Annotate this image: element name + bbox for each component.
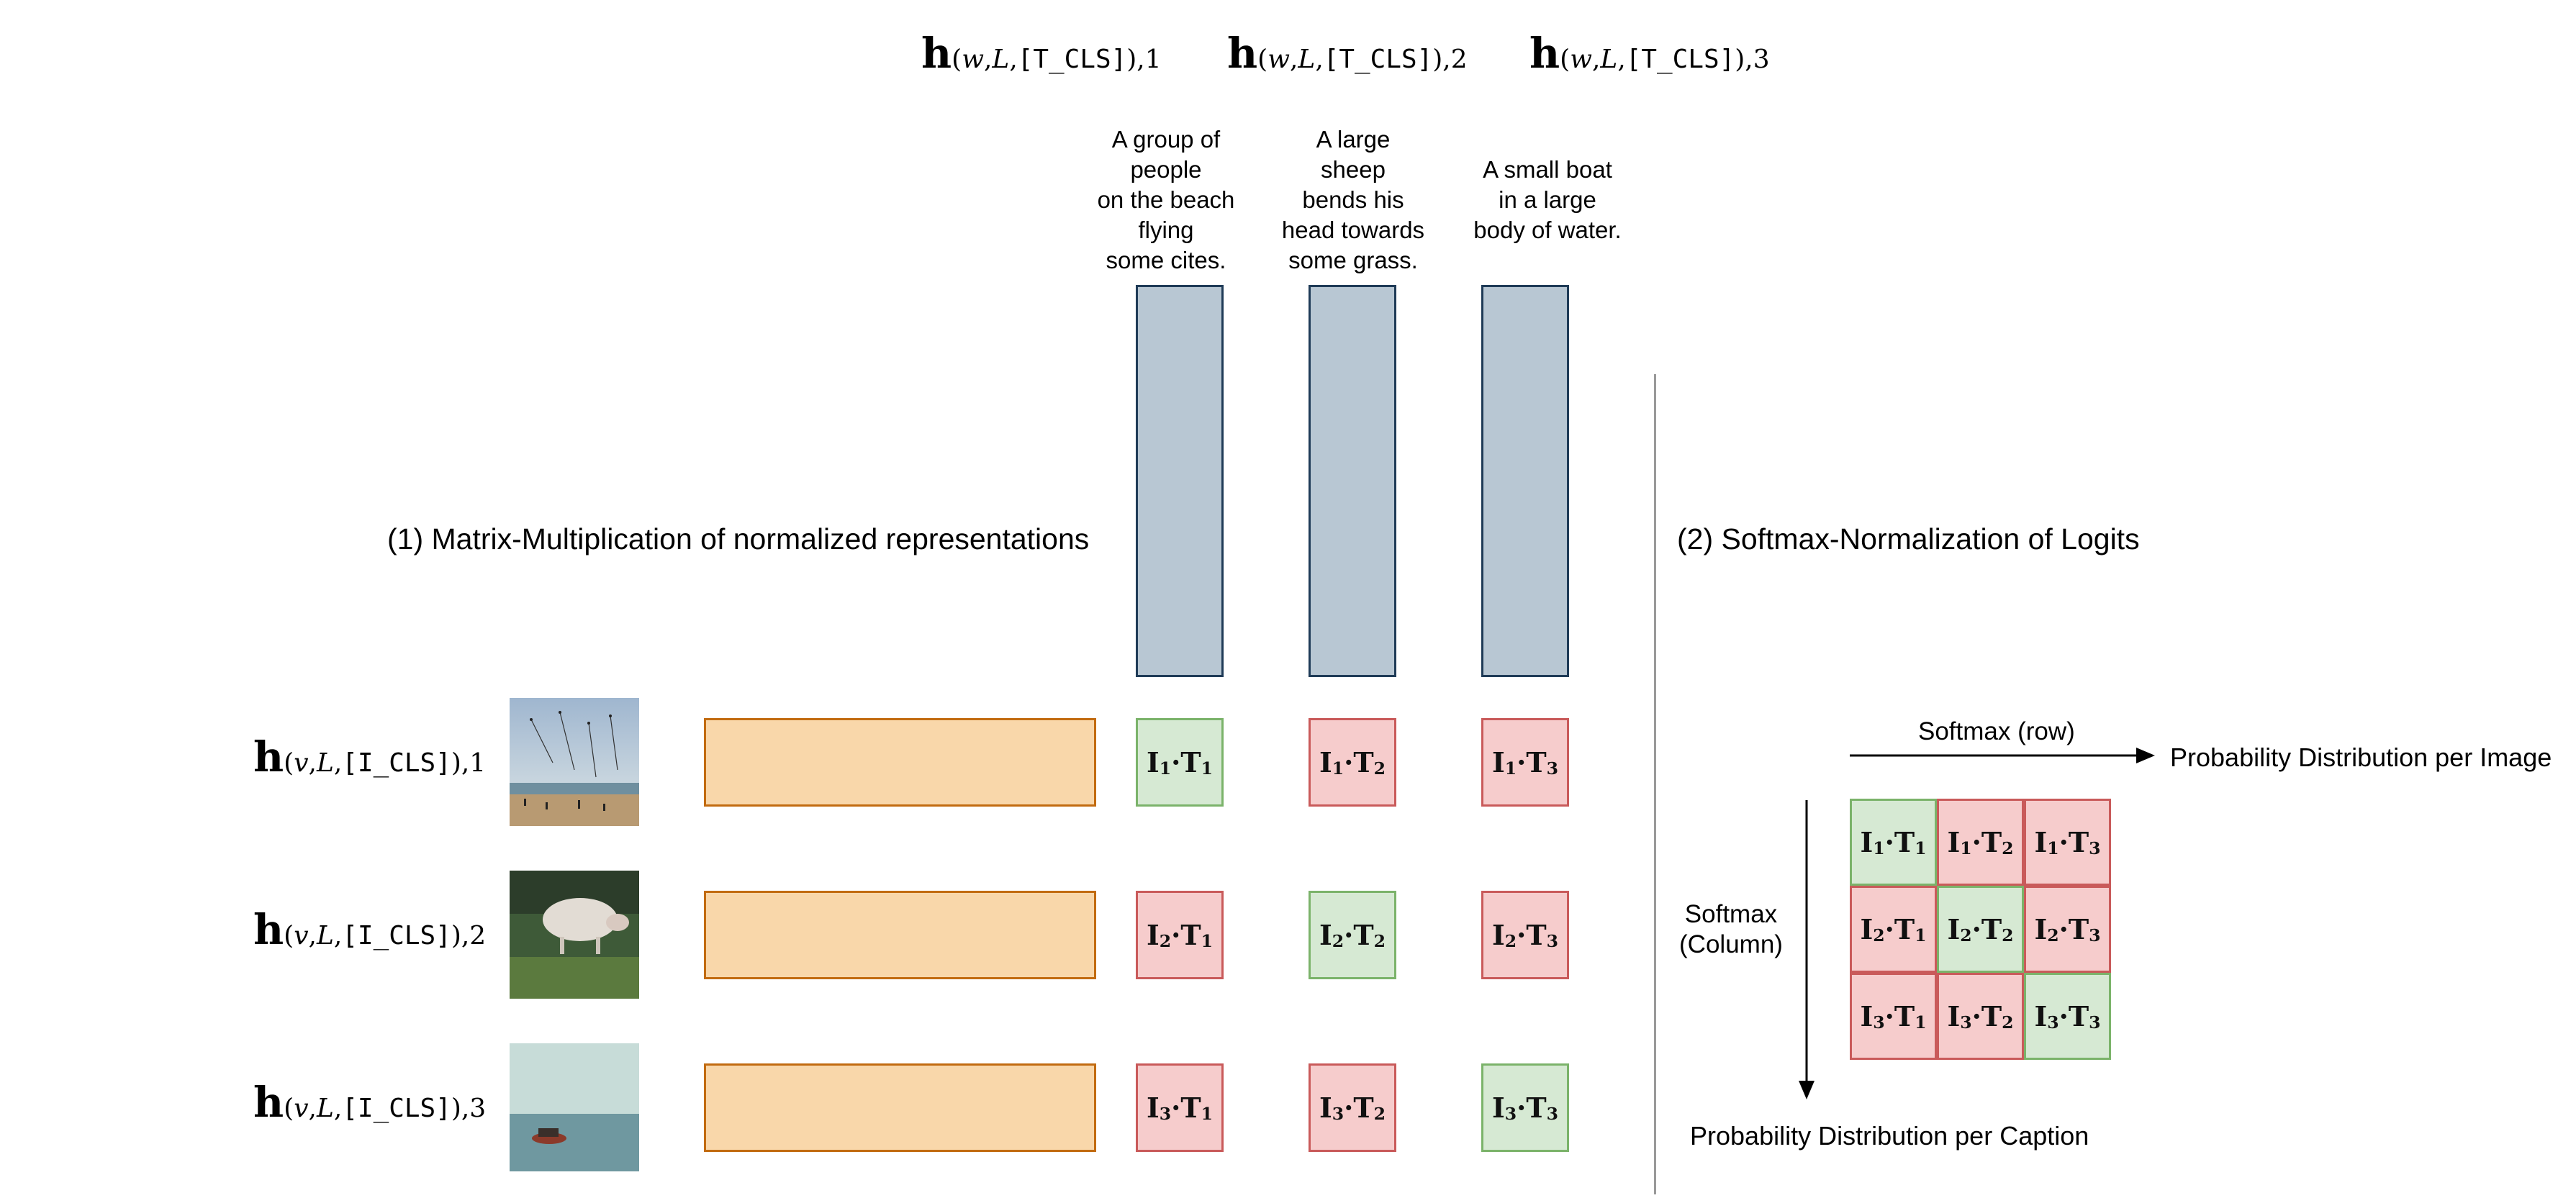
image-vector-3 [704,1063,1096,1152]
caption-3: A small boat in a large body of water. [1473,156,1622,243]
softmax-column-arrow [1799,800,1815,1099]
sheep-grass-photo [510,871,639,999]
image-embedding-label-3: h(v,L,[I_CLS]),3 [253,1078,487,1127]
prob-per-image-label: Probability Distribution per Image [2170,743,2552,772]
softmax-row-arrow [1850,748,2155,763]
image-vector-2 [704,891,1096,979]
text-embedding-label-2: h(w,L,[T_CLS]),2 [1227,29,1468,78]
prob-per-caption-label: Probability Distribution per Caption [1690,1121,2089,1151]
text-vector-3 [1481,285,1569,677]
softmax-column-label: Softmax (Column) [1679,900,1783,958]
beach-kites-photo [510,698,639,826]
image-embedding-label-2: h(v,L,[I_CLS]),2 [253,905,487,954]
image-vector-1 [704,718,1096,807]
text-embedding-label-1: h(w,L,[T_CLS]),1 [921,29,1162,78]
image-embedding-label-1: h(v,L,[I_CLS]),1 [253,732,487,781]
text-vector-2 [1309,285,1396,677]
caption-1: A group of people on the beach flying so… [1097,126,1235,273]
caption-2: A large sheep bends his head towards som… [1281,126,1425,273]
boat-water-photo [510,1043,639,1171]
section2-title: (2) Softmax-Normalization of Logits [1677,522,2140,555]
section1-title: (1) Matrix-Multiplication of normalized … [387,522,1090,555]
text-vector-1 [1136,285,1224,677]
section-divider [1654,374,1656,1194]
softmax-row-label: Softmax (row) [1918,717,2075,745]
text-embedding-label-3: h(w,L,[T_CLS]),3 [1529,29,1770,78]
